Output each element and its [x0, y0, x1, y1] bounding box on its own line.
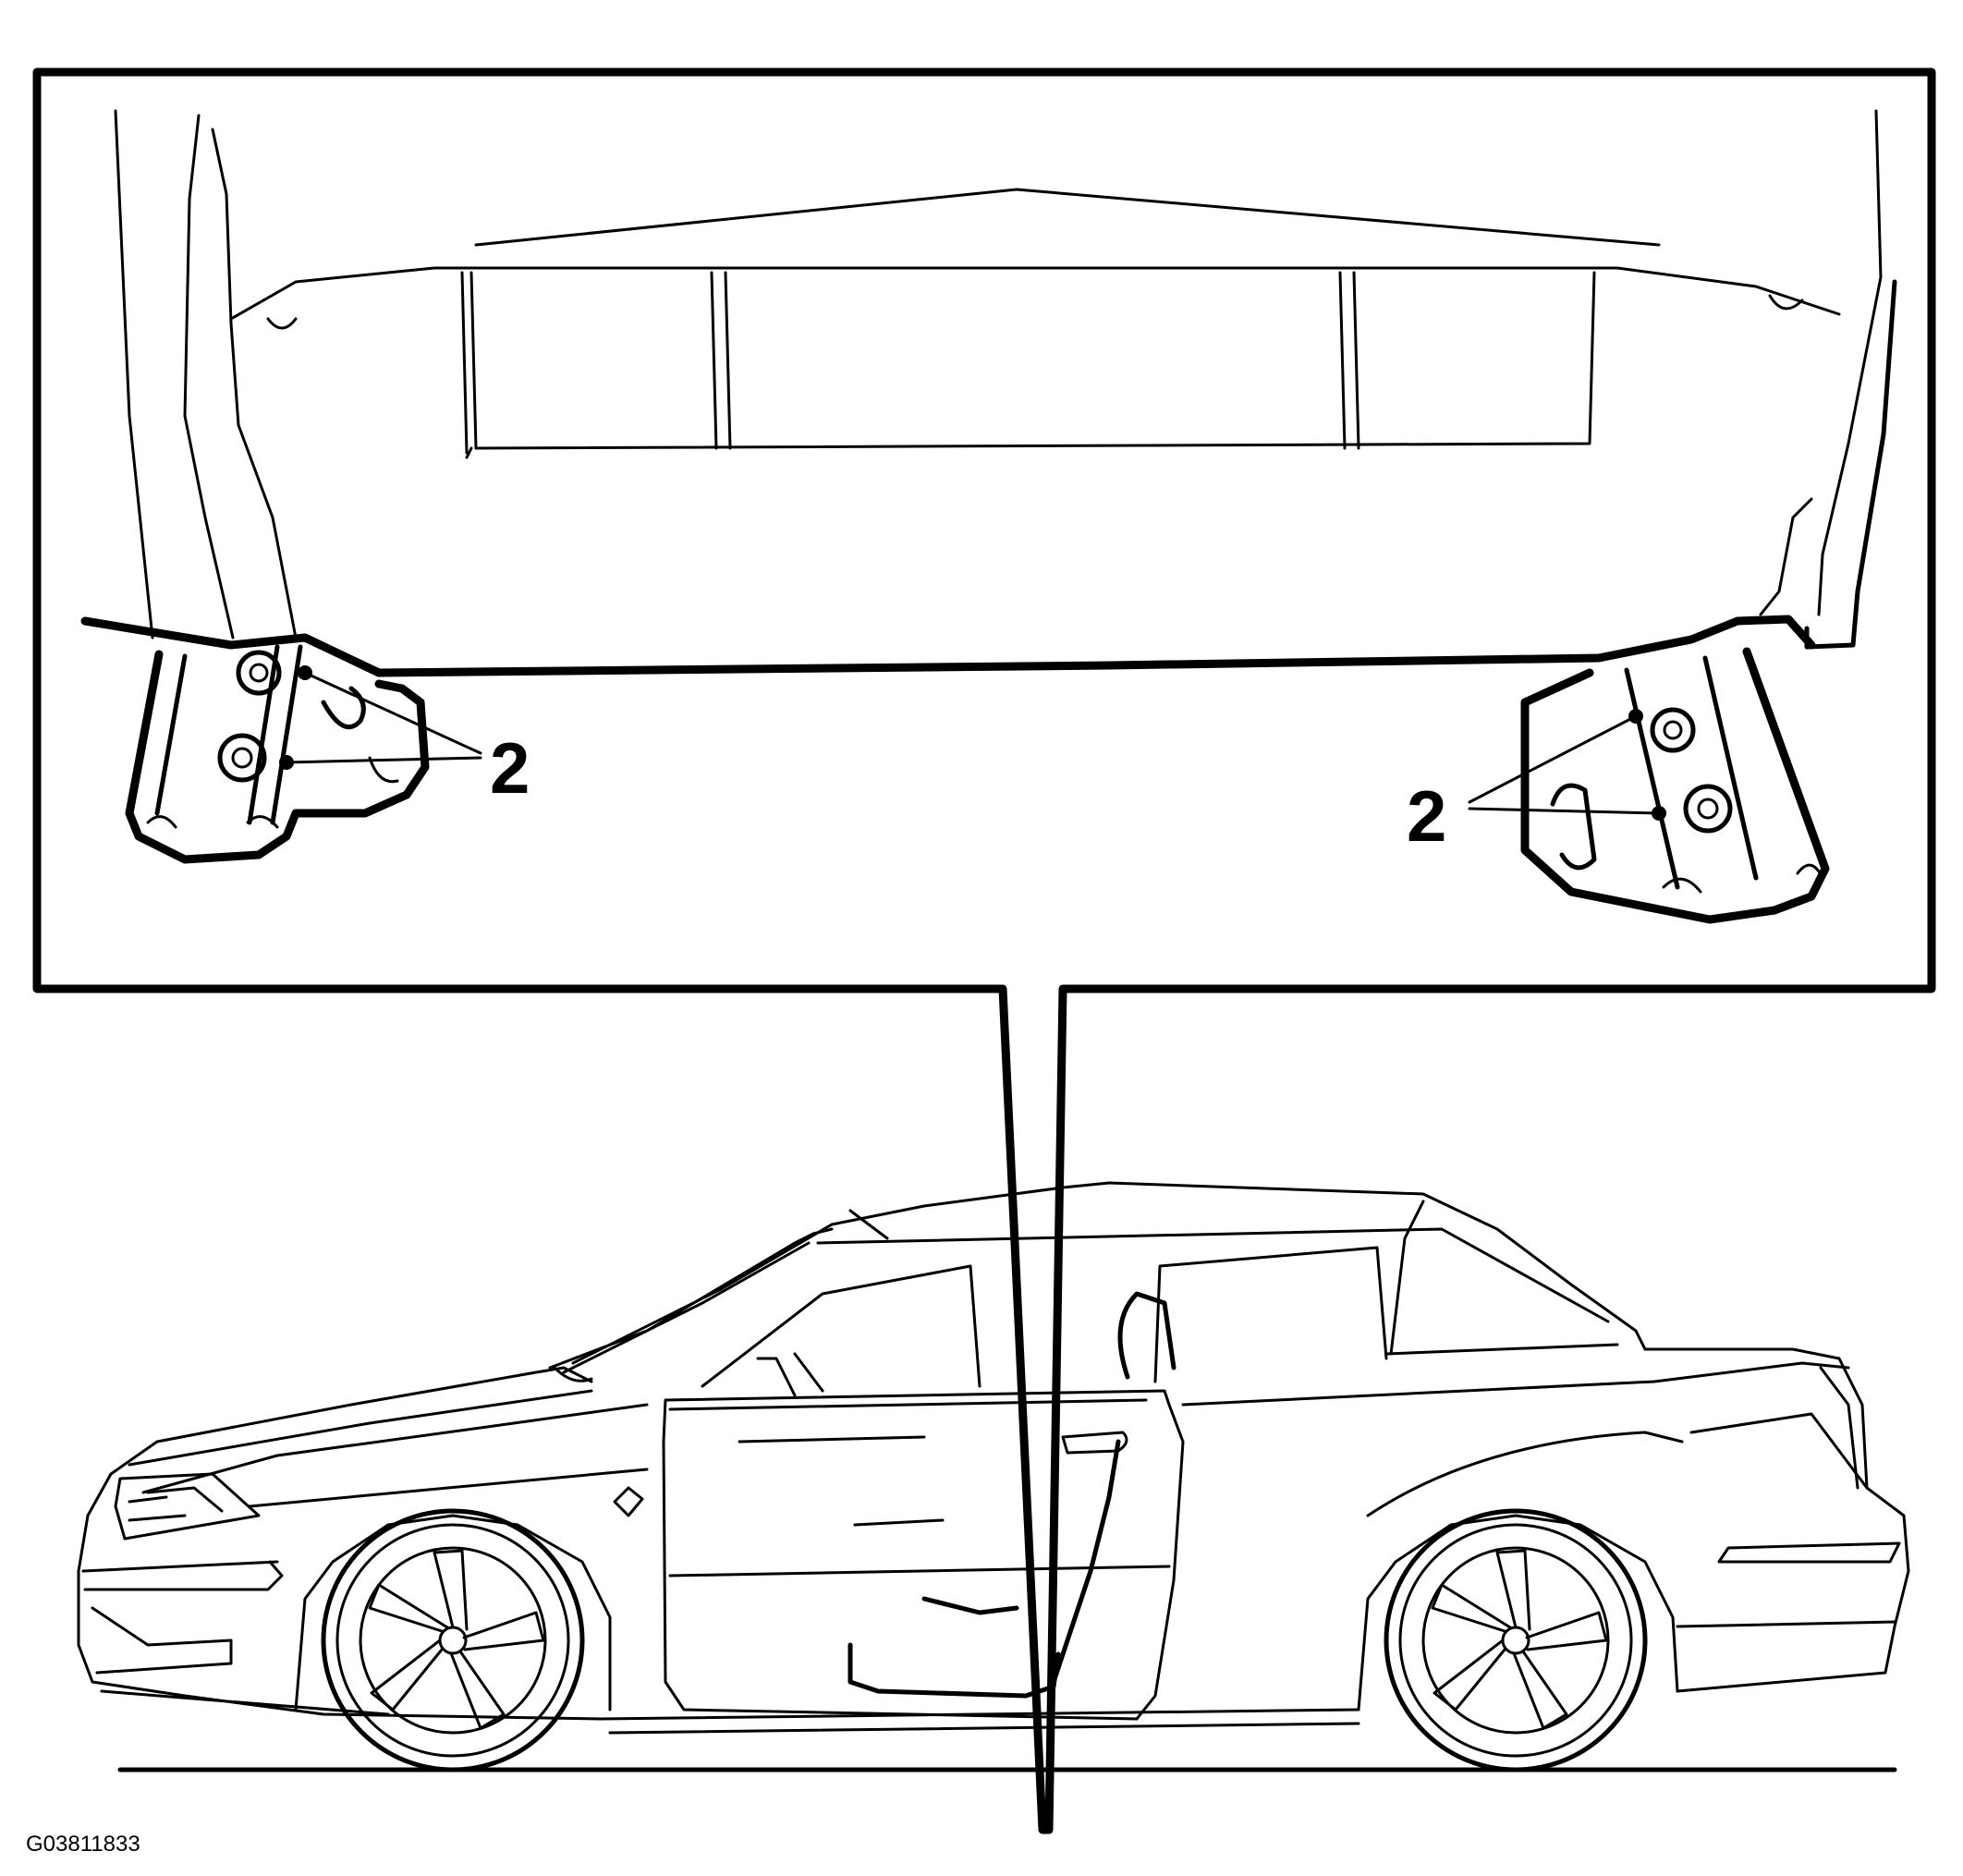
left-callout-leader	[285, 671, 482, 764]
detail-inset: 2 2	[32, 67, 1936, 1834]
b-pillar	[1759, 109, 1897, 650]
right-callout-leader	[1468, 714, 1661, 815]
interior	[756, 1291, 1177, 1699]
rear-wheel	[1384, 1508, 1648, 1772]
headlight	[114, 1472, 261, 1541]
vehicle-side-view	[77, 1181, 1910, 1772]
rear-wheel-arch	[1357, 1514, 1679, 1712]
right-callout-number: 2	[1407, 775, 1446, 857]
left-callout-number: 2	[490, 727, 530, 809]
front-wheel-arch	[294, 1514, 612, 1712]
left-hinge	[125, 644, 482, 864]
front-bumper	[77, 1472, 603, 1721]
right-upper-bolt	[1650, 707, 1696, 753]
seat-frame	[229, 188, 1841, 459]
soft-top	[571, 1181, 1647, 1365]
left-lower-bolt	[217, 733, 267, 783]
inset-frame	[32, 67, 1936, 1834]
front-wheel	[321, 1508, 585, 1772]
rocker-sill	[80, 615, 1816, 677]
door-window	[701, 1264, 982, 1388]
windshield	[548, 1227, 834, 1374]
rocker-panel	[599, 1708, 1360, 1735]
rear-window	[1153, 1246, 1388, 1383]
rear-end	[1643, 1347, 1910, 1693]
a-pillar	[114, 109, 298, 640]
right-hinge	[1468, 647, 1830, 924]
figure-id: G03811833	[26, 1832, 140, 1857]
left-upper-bolt	[236, 650, 282, 696]
front-door	[662, 1389, 1185, 1721]
body-line	[248, 1361, 1850, 1508]
right-lower-bolt	[1683, 784, 1733, 834]
